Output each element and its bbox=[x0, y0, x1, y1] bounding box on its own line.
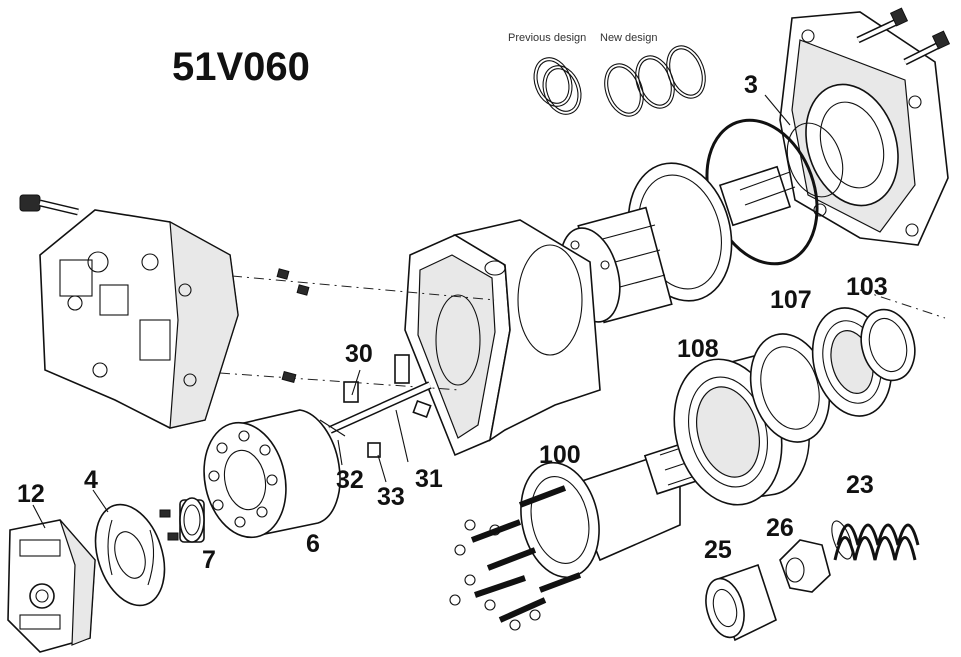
assembly-line bbox=[231, 275, 496, 301]
callout-26: 26 bbox=[766, 514, 794, 542]
servo-linkage bbox=[319, 354, 432, 458]
nut-26 bbox=[779, 539, 831, 593]
spring-23 bbox=[831, 520, 920, 561]
rotating-group-assembly bbox=[559, 162, 796, 324]
callout-23: 23 bbox=[846, 471, 874, 499]
callout-30: 30 bbox=[345, 340, 373, 368]
callout-31: 31 bbox=[415, 465, 443, 493]
end-cover-12 bbox=[7, 519, 96, 653]
callout-32: 32 bbox=[336, 466, 364, 494]
callout-100: 100 bbox=[539, 441, 581, 469]
callout-3: 3 bbox=[744, 71, 758, 99]
valve-plate-4 bbox=[94, 503, 179, 607]
control-block bbox=[39, 209, 239, 429]
callout-107: 107 bbox=[770, 286, 812, 314]
callout-12: 12 bbox=[17, 480, 45, 508]
retaining-ring-inner bbox=[868, 317, 908, 373]
retaining-ring-103 bbox=[860, 308, 916, 382]
piston-set bbox=[449, 485, 582, 631]
mounting-flange bbox=[779, 11, 949, 246]
snap-rings-previous-design bbox=[533, 57, 582, 115]
model-title: 51V060 bbox=[172, 45, 310, 89]
drive-shaft-pistons-100 bbox=[520, 440, 702, 579]
leader-lines bbox=[32, 94, 791, 529]
small-plugs bbox=[276, 268, 310, 384]
callout-33: 33 bbox=[377, 483, 405, 511]
callout-6: 6 bbox=[306, 530, 320, 558]
snap-rings-new-design bbox=[604, 45, 706, 117]
callout-103: 103 bbox=[846, 273, 888, 301]
caption-previous-design: Previous design bbox=[508, 32, 586, 44]
flange-bolts bbox=[856, 7, 951, 66]
cap-screw bbox=[19, 194, 79, 216]
motor-housing bbox=[404, 219, 601, 457]
callout-108: 108 bbox=[677, 335, 719, 363]
needle-bearing-7 bbox=[179, 497, 205, 543]
seal-ring bbox=[786, 122, 844, 198]
callout-4: 4 bbox=[84, 466, 98, 494]
cylinder-block-6 bbox=[203, 409, 341, 539]
spacer-ring-inner bbox=[760, 346, 820, 430]
callout-25: 25 bbox=[704, 536, 732, 564]
bushing-25 bbox=[705, 563, 777, 642]
caption-new-design: New design bbox=[600, 32, 657, 44]
assembly-line bbox=[859, 289, 946, 319]
callout-7: 7 bbox=[202, 546, 216, 574]
